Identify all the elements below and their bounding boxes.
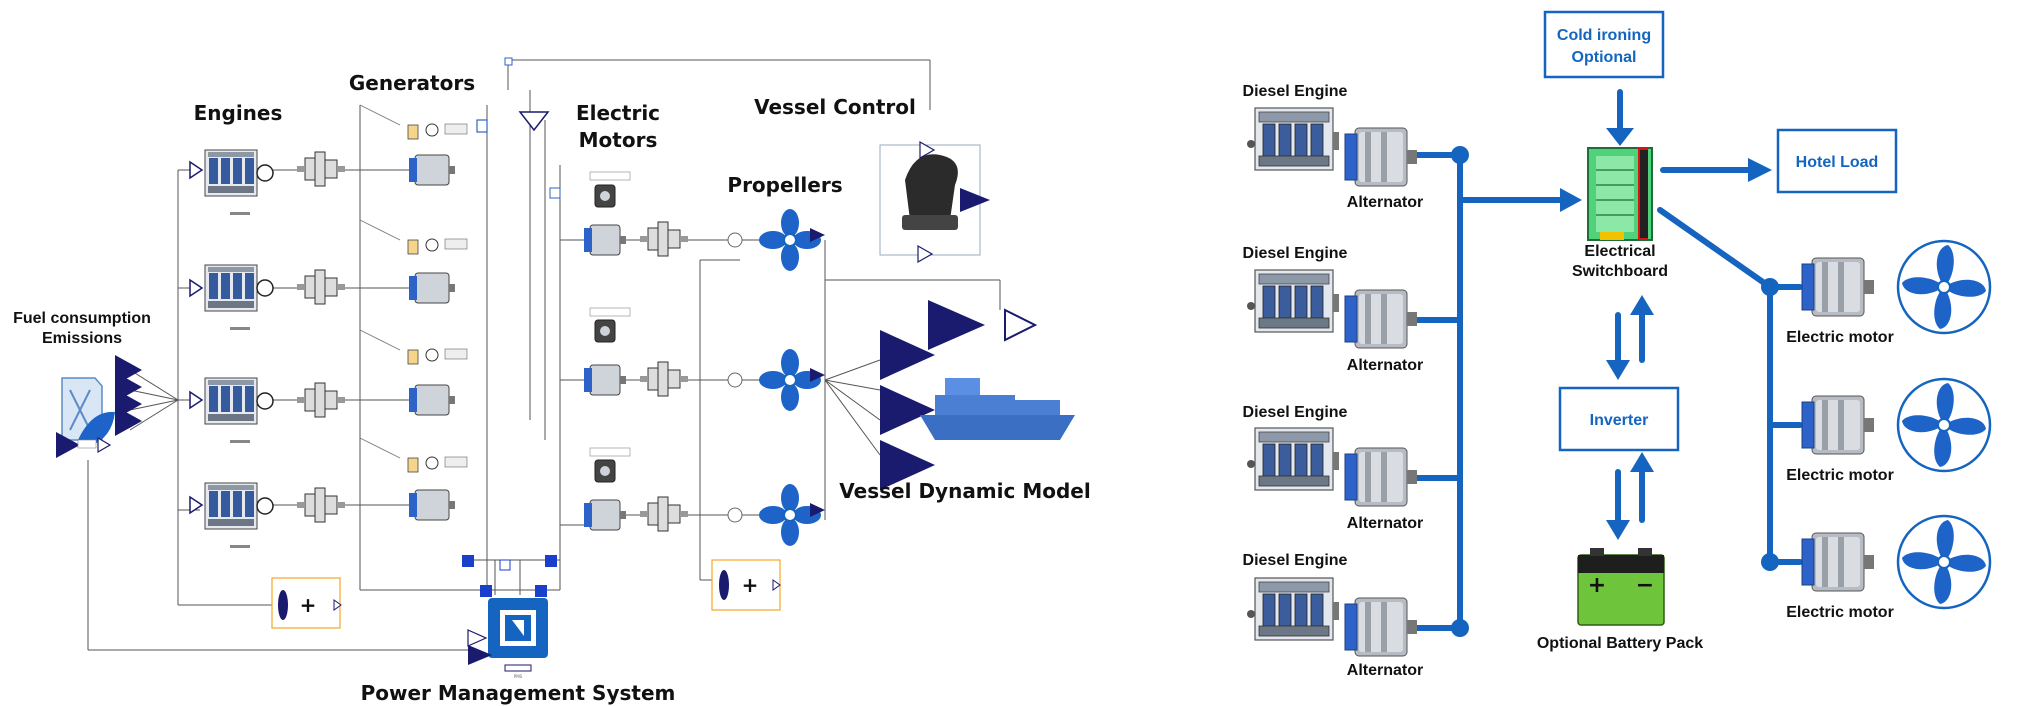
- vessel-control-label: Vessel Control: [754, 95, 916, 119]
- hotel-load-box: Hotel Load: [1776, 128, 1898, 194]
- throttle-lever-icon: [905, 154, 958, 220]
- alternator-label: Alternator: [1347, 662, 1423, 679]
- generators-column: [359, 104, 488, 521]
- electric-motor-label: Electric motor: [1786, 604, 1894, 621]
- right-diagram: Diesel Engine Alternator Diesel Engine A…: [1243, 10, 1992, 679]
- engine-row-3: Diesel Engine Alternator: [1243, 404, 1424, 532]
- adder-block-right: +: [711, 559, 781, 611]
- vessel-dynamic-model-label: Vessel Dynamic Model: [839, 479, 1090, 503]
- port-triangle-icon: [189, 160, 204, 180]
- engine-icon: [204, 482, 274, 530]
- electric-motor-label: Electric motor: [1786, 467, 1894, 484]
- fuel-label-line2: Emissions: [42, 330, 122, 347]
- port-triangle-icon: [189, 278, 204, 298]
- diesel-engine-label: Diesel Engine: [1243, 404, 1348, 421]
- hotel-load-label: Hotel Load: [1796, 154, 1879, 171]
- engine-row-1: Diesel Engine Alternator: [1243, 83, 1424, 211]
- alternator-icon: [1344, 597, 1418, 657]
- electric-motor-icon: [583, 499, 627, 531]
- alternator-label: Alternator: [1347, 194, 1423, 211]
- inverter-box: Inverter: [1558, 386, 1680, 452]
- propellers-label: Propellers: [727, 173, 842, 197]
- motor-row-1: Electric motor: [1786, 239, 1992, 346]
- alternator-label: Alternator: [1347, 515, 1423, 532]
- propeller-icon: [1896, 514, 1992, 610]
- pms-label: PMS: [514, 674, 523, 679]
- left-diagram: + + PMS Engines Generator: [13, 57, 1091, 705]
- propellers-column: [758, 208, 825, 547]
- diesel-engine-icon: [1246, 269, 1340, 333]
- generator-icon: [408, 154, 456, 186]
- ship-icon: [920, 415, 1075, 440]
- electric-motor-label: Electric motor: [1786, 329, 1894, 346]
- diesel-engine-label: Diesel Engine: [1243, 83, 1348, 100]
- electric-label-line2: Motors: [579, 128, 658, 152]
- alternator-icon: [1344, 127, 1418, 187]
- propeller-icon: [1896, 239, 1992, 335]
- diesel-engine-icon: [1246, 107, 1340, 171]
- alternator-label: Alternator: [1347, 357, 1423, 374]
- pms-block: PMS: [462, 555, 557, 679]
- switchboard-label-line1: Electrical: [1584, 243, 1655, 260]
- plus-symbol: +: [300, 593, 317, 617]
- engines-label: Engines: [194, 101, 283, 125]
- cold-ironing-box: Cold ironing Optional: [1543, 10, 1665, 79]
- generator-icon: [408, 489, 456, 521]
- cold-ironing-line1: Cold ironing: [1557, 27, 1651, 44]
- switchboard-label-line2: Switchboard: [1572, 263, 1668, 280]
- fuel-label-line1: Fuel consumption: [13, 310, 151, 327]
- electric-motor-icon: [1801, 395, 1875, 455]
- alternator-icon: [1344, 447, 1418, 507]
- engine-icon: [204, 377, 274, 425]
- electrical-switchboard: Electrical Switchboard: [1572, 147, 1668, 280]
- generators-label: Generators: [349, 71, 475, 95]
- gearboxes: [296, 151, 346, 523]
- motor-row-3: Electric motor: [1786, 514, 1992, 621]
- diesel-engine-label: Diesel Engine: [1243, 552, 1348, 569]
- battery-label: Optional Battery Pack: [1537, 635, 1703, 652]
- vessel-control-block: [879, 140, 990, 264]
- signal-triangle-icon: [518, 111, 550, 132]
- fuel-emissions-block: [56, 355, 142, 458]
- diesel-engine-icon: [1246, 427, 1340, 491]
- motor-row-2: Electric motor: [1786, 377, 1992, 484]
- engine-icon: [204, 149, 274, 197]
- engines-column: [189, 149, 274, 548]
- output-triangle-icon: [960, 188, 990, 212]
- engine-row-4: Diesel Engine Alternator: [1243, 552, 1424, 679]
- generator-icon: [408, 384, 456, 416]
- cold-ironing-line2: Optional: [1572, 49, 1637, 66]
- adder-block-left: +: [271, 577, 342, 629]
- alternator-icon: [1344, 289, 1418, 349]
- port-triangle-icon: [189, 495, 204, 515]
- vessel-dynamic-model-block: [880, 300, 1075, 490]
- diesel-engine-label: Diesel Engine: [1243, 245, 1348, 262]
- electric-label-line1: Electric: [576, 101, 660, 125]
- electric-motor-icon: [583, 224, 627, 256]
- battery-minus-symbol: −: [1636, 573, 1654, 598]
- electric-motor-icon: [583, 364, 627, 396]
- pms-title-label: Power Management System: [361, 681, 676, 705]
- leaf-icon: [78, 411, 115, 446]
- plus-symbol: +: [742, 573, 759, 597]
- generator-icon: [408, 272, 456, 304]
- propeller-icon: [1896, 377, 1992, 473]
- engine-icon: [204, 264, 274, 312]
- electric-motor-icon: [1801, 257, 1875, 317]
- port-triangle-icon: [189, 390, 204, 410]
- diesel-engine-icon: [1246, 577, 1340, 641]
- battery-pack: + − Optional Battery Pack: [1537, 548, 1703, 652]
- battery-plus-symbol: +: [1588, 573, 1606, 598]
- electric-motor-icon: [1801, 532, 1875, 592]
- inverter-label: Inverter: [1590, 412, 1649, 429]
- wiring: [87, 59, 1001, 651]
- engine-row-2: Diesel Engine Alternator: [1243, 245, 1424, 374]
- electric-motors-column: [549, 171, 631, 531]
